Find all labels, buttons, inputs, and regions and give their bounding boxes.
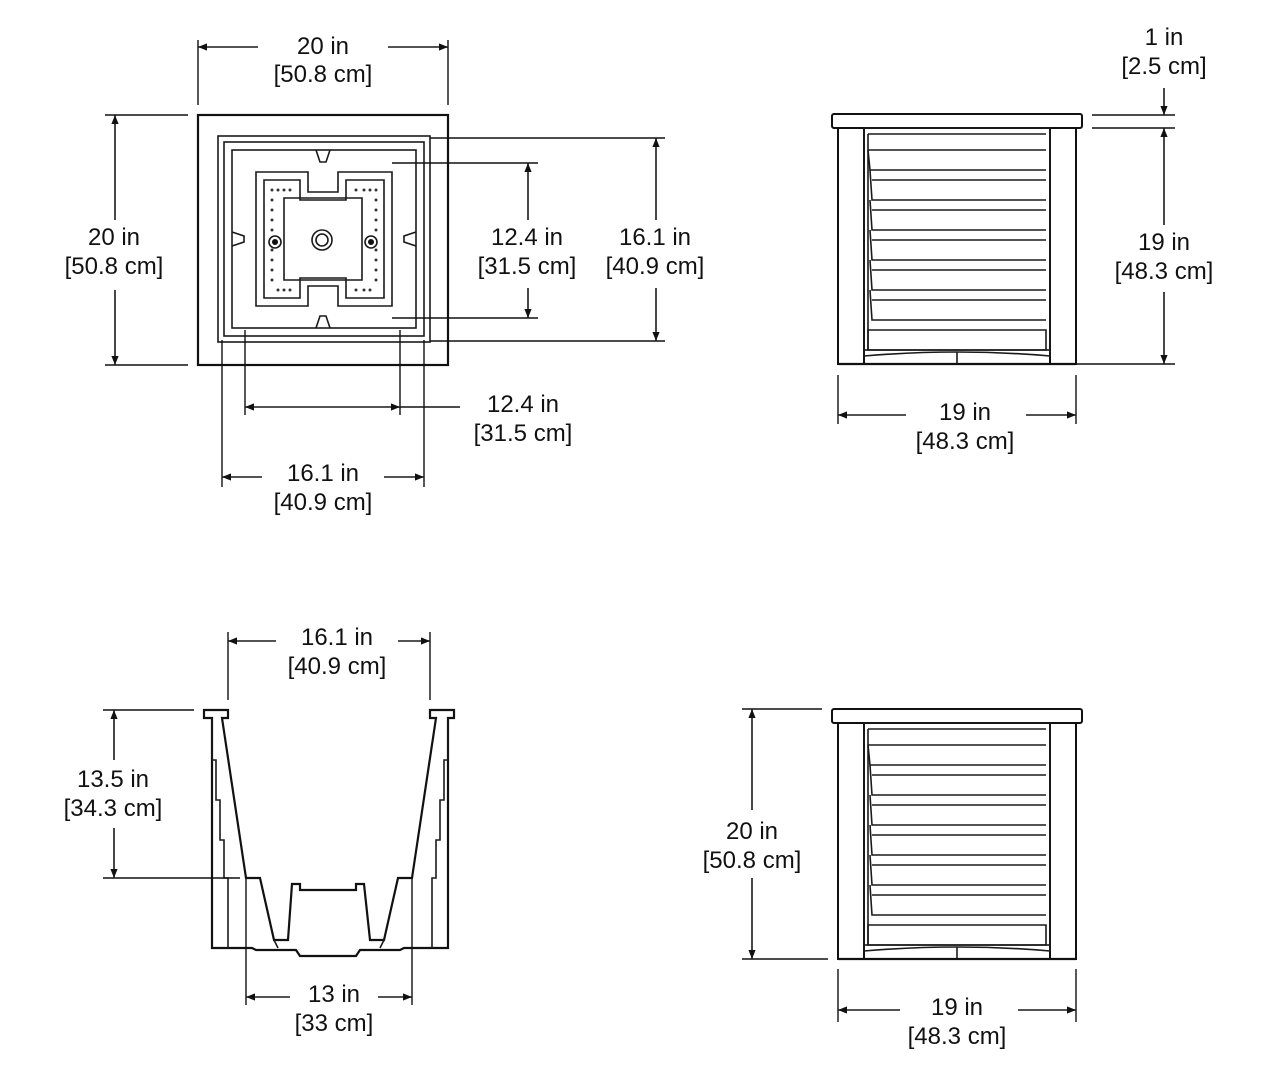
front-height-cm: [50.8 cm] [703, 847, 802, 874]
side-width-cm: [48.3 cm] [916, 428, 1015, 455]
rim-cm: [2.5 cm] [1121, 53, 1206, 80]
side-view: 1 in [2.5 cm] 19 in [48.3 cm] 19 in [48.… [831, 24, 1214, 455]
section-top-width-cm: [40.9 cm] [288, 653, 387, 680]
insert-outer-h-cm: [40.9 cm] [606, 253, 705, 280]
front-width-cm: [48.3 cm] [908, 1023, 1007, 1050]
insert-outer-h-in: 16.1 in [619, 224, 691, 251]
drain-dots [270, 188, 378, 292]
front-width-in: 19 in [931, 994, 983, 1021]
louvers [867, 133, 1047, 351]
front-view: 20 in [50.8 cm] 19 in [48.3 cm] [703, 708, 1083, 1050]
section-top-width-in: 16.1 in [301, 624, 373, 651]
top-view: 20 in [50.8 cm] 20 in [50.8 cm] 16.1 in … [65, 33, 705, 516]
top-depth-cm: [50.8 cm] [65, 253, 164, 280]
section-view: 16.1 in [40.9 cm] 13.5 in [34.3 cm] 13 i… [64, 624, 456, 1037]
insert-outer-w-in: 16.1 in [287, 460, 359, 487]
insert-outer-w-cm: [40.9 cm] [274, 489, 373, 516]
side-height-cm: [48.3 cm] [1115, 258, 1214, 285]
louvers [867, 728, 1047, 946]
section-bottom-width-cm: [33 cm] [295, 1010, 374, 1037]
section-depth-in: 13.5 in [77, 766, 149, 793]
insert-inner-h-cm: [31.5 cm] [478, 253, 577, 280]
rim-in: 1 in [1145, 24, 1184, 51]
insert-inner-h-in: 12.4 in [491, 224, 563, 251]
section-depth-cm: [34.3 cm] [64, 795, 163, 822]
section-bottom-width-in: 13 in [308, 981, 360, 1008]
top-width-cm: [50.8 cm] [274, 61, 373, 88]
front-height-in: 20 in [726, 818, 778, 845]
side-height-in: 19 in [1138, 229, 1190, 256]
top-width-in: 20 in [297, 33, 349, 60]
side-width-in: 19 in [939, 399, 991, 426]
insert-inner-w-in: 12.4 in [487, 391, 559, 418]
top-depth-in: 20 in [88, 224, 140, 251]
insert-inner-w-cm: [31.5 cm] [474, 420, 573, 447]
